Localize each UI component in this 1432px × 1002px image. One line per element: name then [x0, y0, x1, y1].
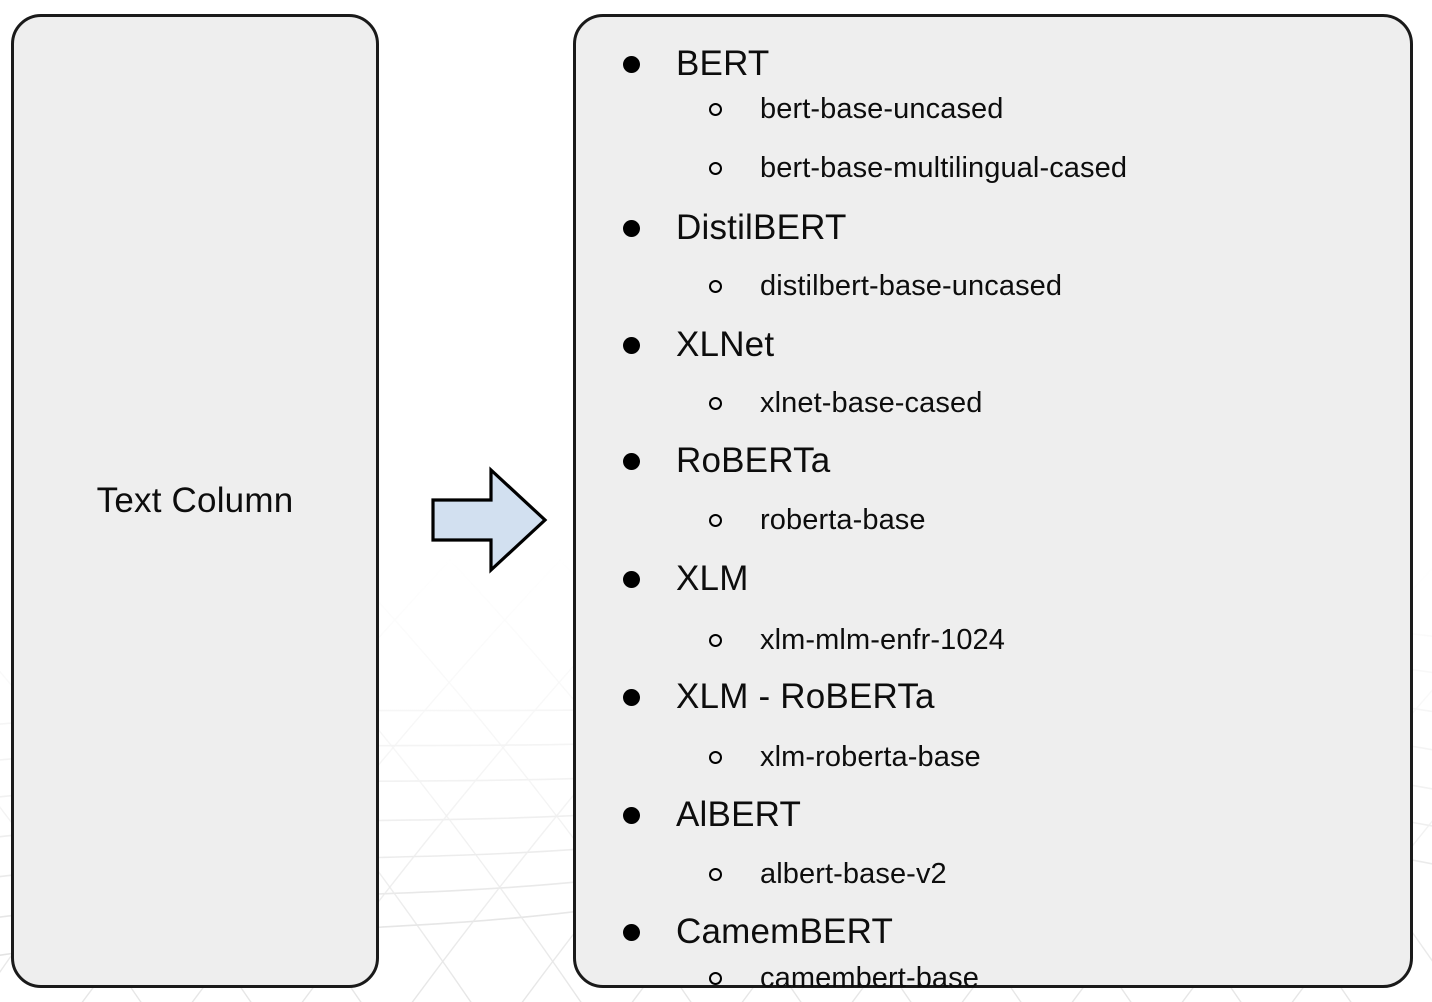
model-checkpoint-item[interactable]: bert-base-uncased: [709, 94, 1004, 124]
model-checkpoint-item[interactable]: albert-base-v2: [709, 859, 947, 889]
model-family-label: XLNet: [676, 325, 775, 364]
hollow-circle-bullet-icon: [709, 396, 760, 410]
hollow-circle-bullet-icon: [709, 161, 760, 175]
disc-shape: [623, 219, 640, 237]
hollow-circle-bullet-icon: [709, 102, 760, 116]
hollow-circle-bullet-icon: [709, 513, 760, 527]
transformer-models-box[interactable]: BERT bert-base-uncased bert-base-multiling…: [573, 14, 1416, 993]
model-family-label: BERT: [676, 44, 770, 83]
model-family-label: CamemBERT: [676, 912, 894, 951]
model-checkpoint-item[interactable]: xlm-roberta-base: [709, 742, 981, 772]
disc-shape: [623, 55, 640, 73]
model-checkpoint-label: xlnet-base-cased: [760, 387, 983, 419]
source-text-column-box[interactable]: Text Column: [11, 14, 379, 988]
hollow-circle-bullet-icon: [709, 750, 760, 764]
ring-shape: [709, 279, 722, 293]
model-checkpoint-label: xlm-roberta-base: [760, 741, 981, 773]
ring-shape: [709, 102, 722, 116]
model-checkpoint-item[interactable]: roberta-base: [709, 505, 926, 535]
model-checkpoint-label: distilbert-base-uncased: [760, 270, 1063, 302]
disc-shape: [623, 806, 640, 824]
ring-shape: [709, 396, 722, 410]
model-family-item[interactable]: CamemBERT: [623, 912, 894, 951]
model-checkpoint-item[interactable]: distilbert-base-uncased: [709, 271, 1062, 301]
hollow-circle-bullet-icon: [709, 633, 760, 647]
model-family-label: DistilBERT: [676, 208, 847, 247]
filled-disc-bullet-icon: [623, 923, 676, 941]
model-family-label: XLM: [676, 559, 749, 598]
hollow-circle-bullet-icon: [709, 867, 760, 881]
model-checkpoint-label: roberta-base: [760, 504, 926, 536]
disc-shape: [623, 452, 640, 470]
model-family-label: XLM - RoBERTa: [676, 677, 935, 716]
model-family-item[interactable]: XLNet: [623, 325, 775, 364]
disc-shape: [623, 688, 640, 706]
hollow-circle-bullet-icon: [709, 971, 760, 985]
model-family-item[interactable]: RoBERTa: [623, 441, 831, 480]
model-checkpoint-label: xlm-mlm-enfr-1024: [760, 624, 1006, 656]
model-family-item[interactable]: DistilBERT: [623, 208, 847, 247]
disc-shape: [623, 570, 640, 588]
model-family-label: AlBERT: [676, 795, 802, 834]
hollow-circle-bullet-icon: [709, 279, 760, 293]
ring-shape: [709, 750, 722, 764]
filled-disc-bullet-icon: [623, 688, 676, 706]
ring-shape: [709, 513, 722, 527]
model-list: BERT bert-base-uncased bert-base-multiling…: [576, 17, 1416, 993]
disc-shape: [623, 923, 640, 941]
filled-disc-bullet-icon: [623, 806, 676, 824]
model-checkpoint-label: bert-base-multilingual-cased: [760, 152, 1128, 184]
ring-shape: [709, 161, 722, 175]
model-family-item[interactable]: BERT: [623, 44, 770, 83]
source-label: Text Column: [96, 480, 294, 520]
filled-disc-bullet-icon: [623, 570, 676, 588]
model-checkpoint-label: camembert-base: [760, 962, 979, 994]
filled-disc-bullet-icon: [623, 336, 676, 354]
filled-disc-bullet-icon: [623, 452, 676, 470]
right-arrow-icon: [431, 466, 548, 574]
model-checkpoint-item[interactable]: xlnet-base-cased: [709, 388, 982, 418]
model-checkpoint-label: albert-base-v2: [760, 858, 947, 890]
model-family-item[interactable]: XLM - RoBERTa: [623, 677, 935, 716]
model-family-item[interactable]: XLM: [623, 559, 749, 598]
ring-shape: [709, 971, 722, 985]
model-checkpoint-item[interactable]: camembert-base: [709, 963, 979, 993]
filled-disc-bullet-icon: [623, 219, 676, 237]
disc-shape: [623, 336, 640, 354]
model-checkpoint-item[interactable]: bert-base-multilingual-cased: [709, 153, 1127, 183]
ring-shape: [709, 867, 722, 881]
model-family-label: RoBERTa: [676, 441, 831, 480]
ring-shape: [709, 633, 722, 647]
model-checkpoint-label: bert-base-uncased: [760, 93, 1004, 125]
model-family-item[interactable]: AlBERT: [623, 795, 802, 834]
model-checkpoint-item[interactable]: xlm-mlm-enfr-1024: [709, 625, 1005, 655]
filled-disc-bullet-icon: [623, 55, 676, 73]
